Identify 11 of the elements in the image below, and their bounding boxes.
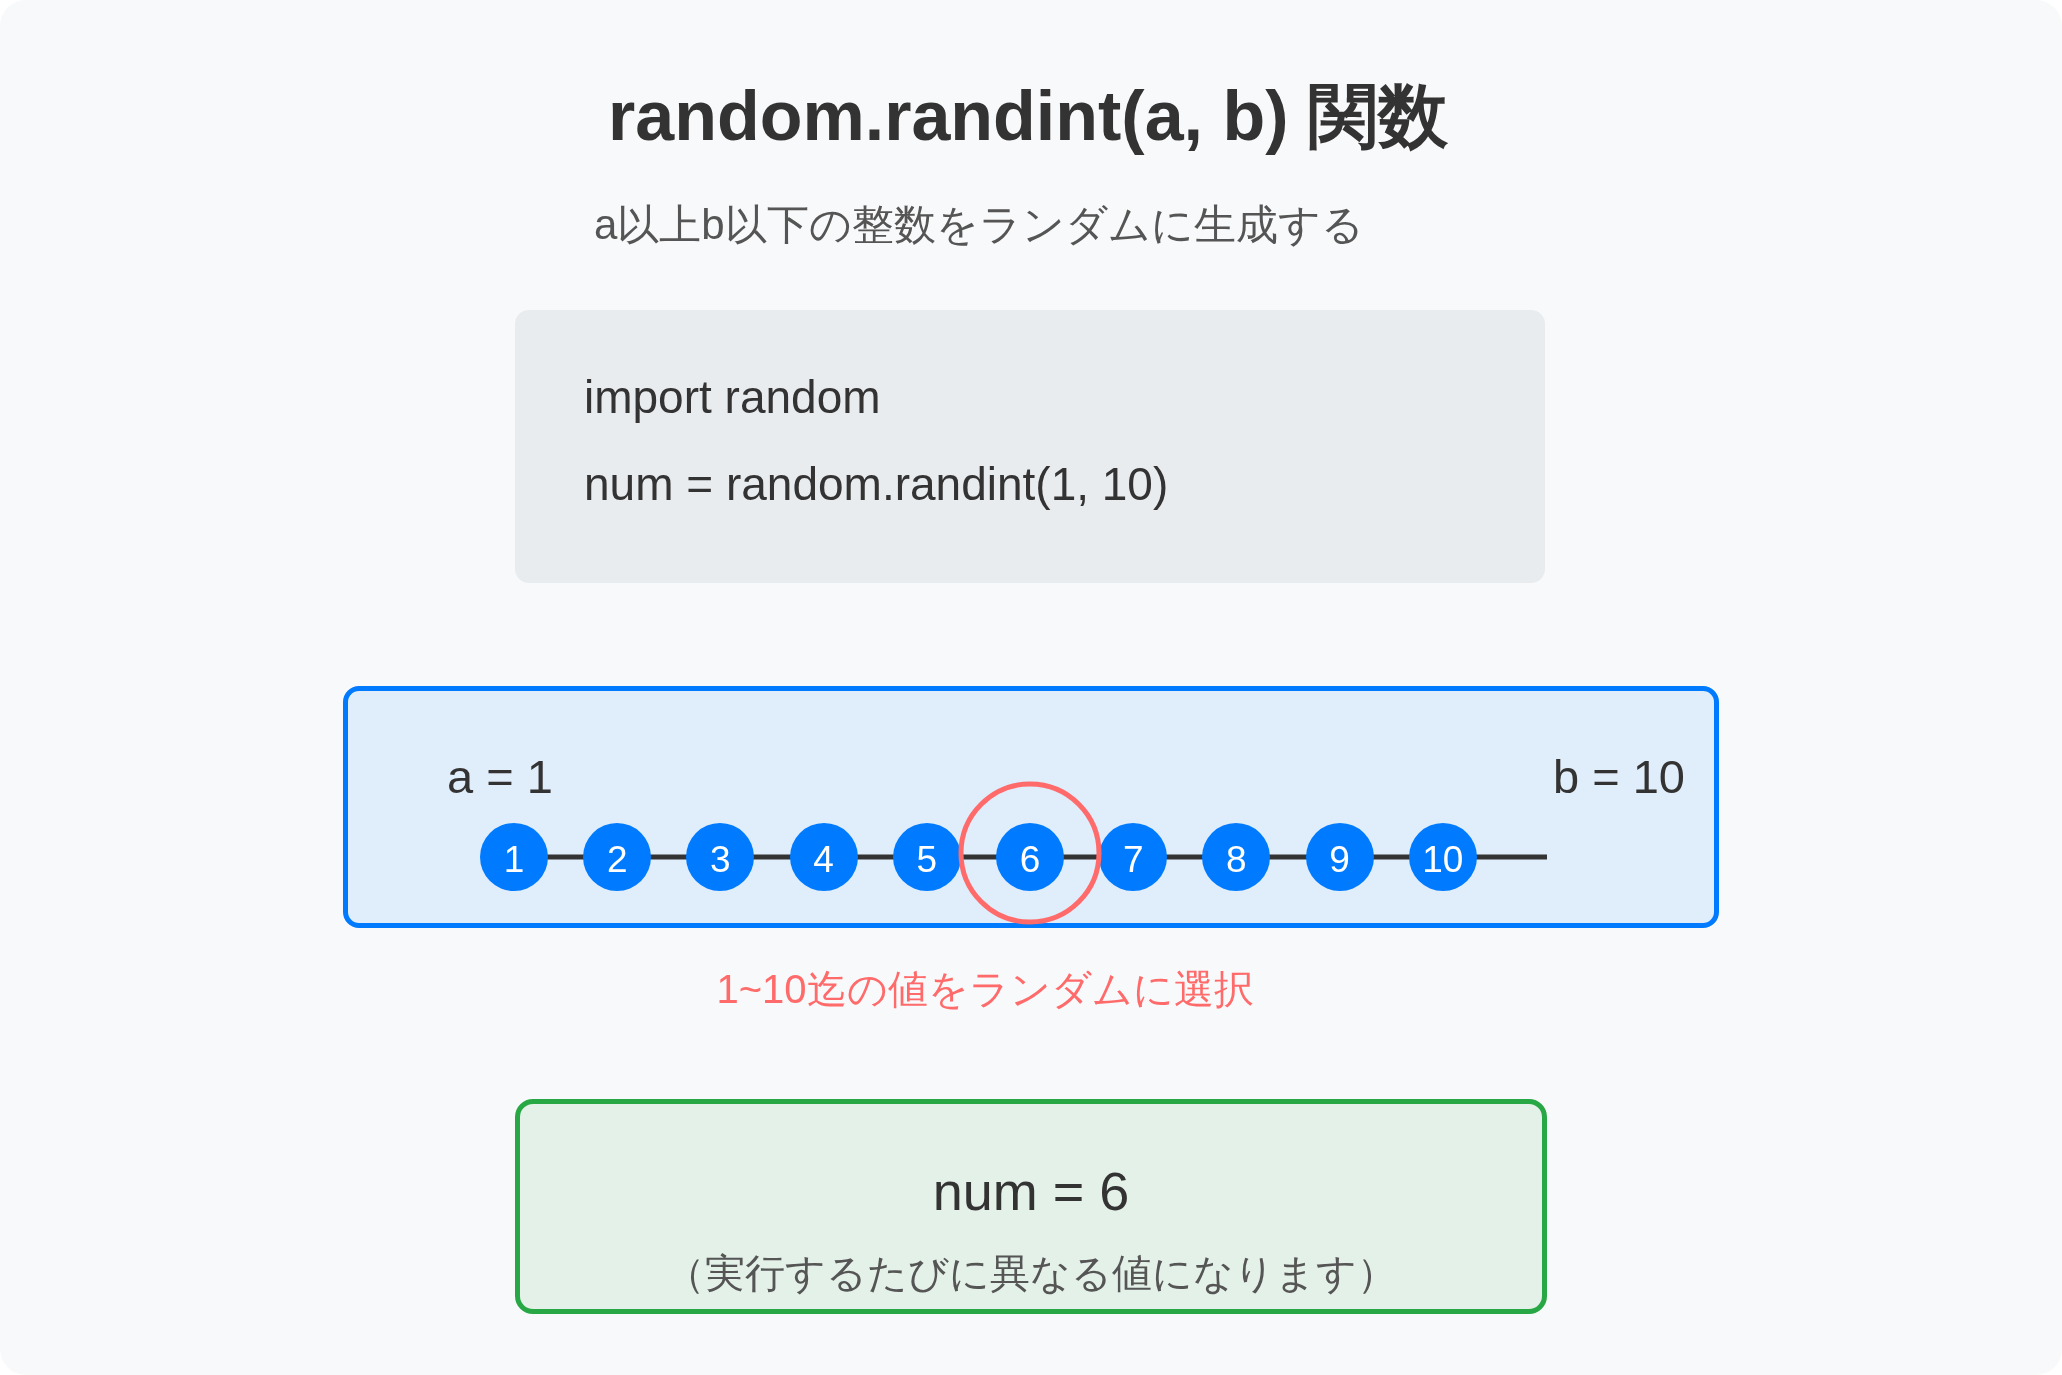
range-start-label: a = 1 <box>447 749 553 805</box>
number-range-panel <box>343 686 1719 928</box>
subtitle: a以上b以下の整数をランダムに生成する <box>594 200 1364 250</box>
result-value: num = 6 <box>932 1160 1130 1223</box>
code-line: import random <box>584 370 881 425</box>
result-note: （実行するたびに異なる値になります） <box>665 1250 1397 1297</box>
title: random.randint(a, b) 関数 <box>608 76 1448 157</box>
range-end-label: b = 10 <box>1553 749 1685 805</box>
result-box <box>515 1099 1547 1314</box>
selection-note: 1~10迄の値をランダムに選択 <box>716 966 1254 1013</box>
code-line: num = random.randint(1, 10) <box>584 457 1169 512</box>
